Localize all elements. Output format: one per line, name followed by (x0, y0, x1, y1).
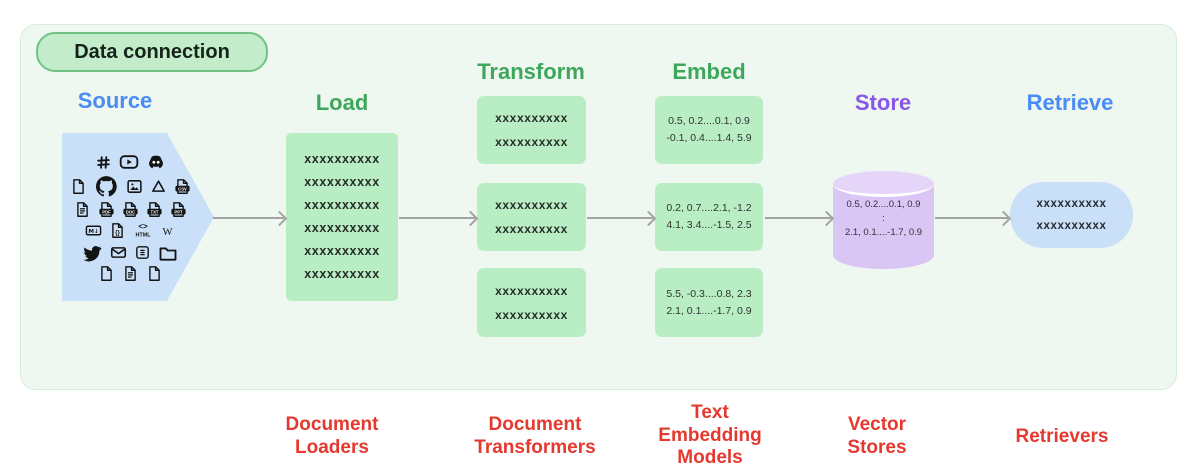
retrieve-column-title: Retrieve (1026, 90, 1114, 115)
source-icon-row (66, 152, 194, 172)
footer-label-text-embedding-models: Text Embedding Models (658, 402, 762, 468)
embed-vector-box: 5.5, -0.3....0.8, 2.3 2.1, 0.1....-1.7, … (655, 268, 763, 337)
source-icon-row (66, 265, 194, 282)
embed-column-title: Embed (672, 59, 746, 84)
data-connection-panel (20, 24, 1177, 390)
youtube-icon (119, 152, 139, 172)
vector-store-cylinder: 0.5, 0.2....0.1, 0.9 : 2.1, 0.1....-1.7,… (833, 171, 934, 269)
source-icon-row (66, 242, 194, 263)
file-text-icon (122, 265, 139, 282)
file-icon (70, 178, 87, 195)
flow-arrow-load-to-transform (399, 217, 475, 219)
doc-icon (122, 201, 139, 218)
flow-arrow-embed-to-store (765, 217, 831, 219)
load-document-text: xxxxxxxxxx xxxxxxxxxx xxxxxxxxxx xxxxxxx… (304, 152, 380, 281)
folder-icon (158, 243, 178, 263)
source-icon-row (66, 174, 194, 199)
ppt-icon (170, 201, 187, 218)
footer-label-vector-stores: Vector Stores (847, 414, 907, 458)
discord-icon (146, 152, 166, 172)
flow-arrow-store-to-retrieve (935, 217, 1008, 219)
retrieve-result-text: xxxxxxxxxx xxxxxxxxxx (1036, 198, 1107, 232)
transform-chunk-text: xxxxxxxxxx xxxxxxxxxx (495, 111, 568, 149)
html-icon (133, 220, 153, 240)
image-icon (126, 178, 143, 195)
transform-chunk-box: xxxxxxxxxx xxxxxxxxxx (477, 96, 586, 164)
badge-label: Data connection (74, 40, 230, 63)
transform-chunk-box: xxxxxxxxxx xxxxxxxxxx (477, 183, 586, 251)
email-icon (110, 244, 127, 261)
source-column-title: Source (77, 88, 153, 113)
cylinder-top-ellipse (833, 171, 934, 197)
flow-arrow-source-to-load (213, 217, 284, 219)
embed-vector-box: 0.5, 0.2....0.1, 0.9 -0.1, 0.4....1.4, 5… (655, 96, 763, 164)
load-document-box: xxxxxxxxxx xxxxxxxxxx xxxxxxxxxx xxxxxxx… (286, 133, 398, 301)
github-icon (94, 174, 119, 199)
source-icons (62, 133, 214, 301)
footer-label-document-loaders: Document Loaders (285, 414, 379, 458)
txt-icon (146, 201, 163, 218)
source-icon-row (66, 220, 194, 240)
footer-label-document-transformers: Document Transformers (474, 414, 596, 458)
markdown-icon (85, 222, 102, 239)
slack-icon (95, 154, 112, 171)
flow-arrow-transform-to-embed (587, 217, 653, 219)
load-column-title: Load (315, 90, 369, 115)
pdf-icon (98, 201, 115, 218)
data-connection-badge: Data connection (36, 32, 268, 72)
twitter-icon (82, 242, 103, 263)
file-icon (146, 265, 163, 282)
embed-vector-box: 0.2, 0.7....2.1, -1.2 4.1, 3.4....-1.5, … (655, 183, 763, 251)
transform-column-title: Transform (477, 59, 585, 84)
code-file-icon (109, 222, 126, 239)
embed-vector-text: 5.5, -0.3....0.8, 2.3 2.1, 0.1....-1.7, … (666, 287, 752, 317)
source-icon-row (66, 201, 194, 218)
google-drive-icon (150, 178, 167, 195)
file-text-icon (74, 201, 91, 218)
embed-vector-text: 0.2, 0.7....2.1, -1.2 4.1, 3.4....-1.5, … (666, 202, 752, 231)
vector-store-text: 0.5, 0.2....0.1, 0.9 : 2.1, 0.1....-1.7,… (844, 199, 923, 238)
file-icon (98, 265, 115, 282)
footer-label-retrievers: Retrievers (1015, 426, 1109, 447)
wikipedia-icon (160, 223, 175, 238)
store-column-title: Store (854, 90, 912, 115)
retrieve-result-pill: xxxxxxxxxx xxxxxxxxxx (1010, 182, 1133, 248)
embed-vector-text: 0.5, 0.2....0.1, 0.9 -0.1, 0.4....1.4, 5… (666, 115, 752, 144)
transform-chunk-text: xxxxxxxxxx xxxxxxxxxx (495, 198, 568, 236)
transform-chunk-box: xxxxxxxxxx xxxxxxxxxx (477, 268, 586, 337)
csv-icon (174, 178, 191, 195)
notes-icon (134, 244, 151, 261)
transform-chunk-text: xxxxxxxxxx xxxxxxxxxx (495, 283, 568, 322)
